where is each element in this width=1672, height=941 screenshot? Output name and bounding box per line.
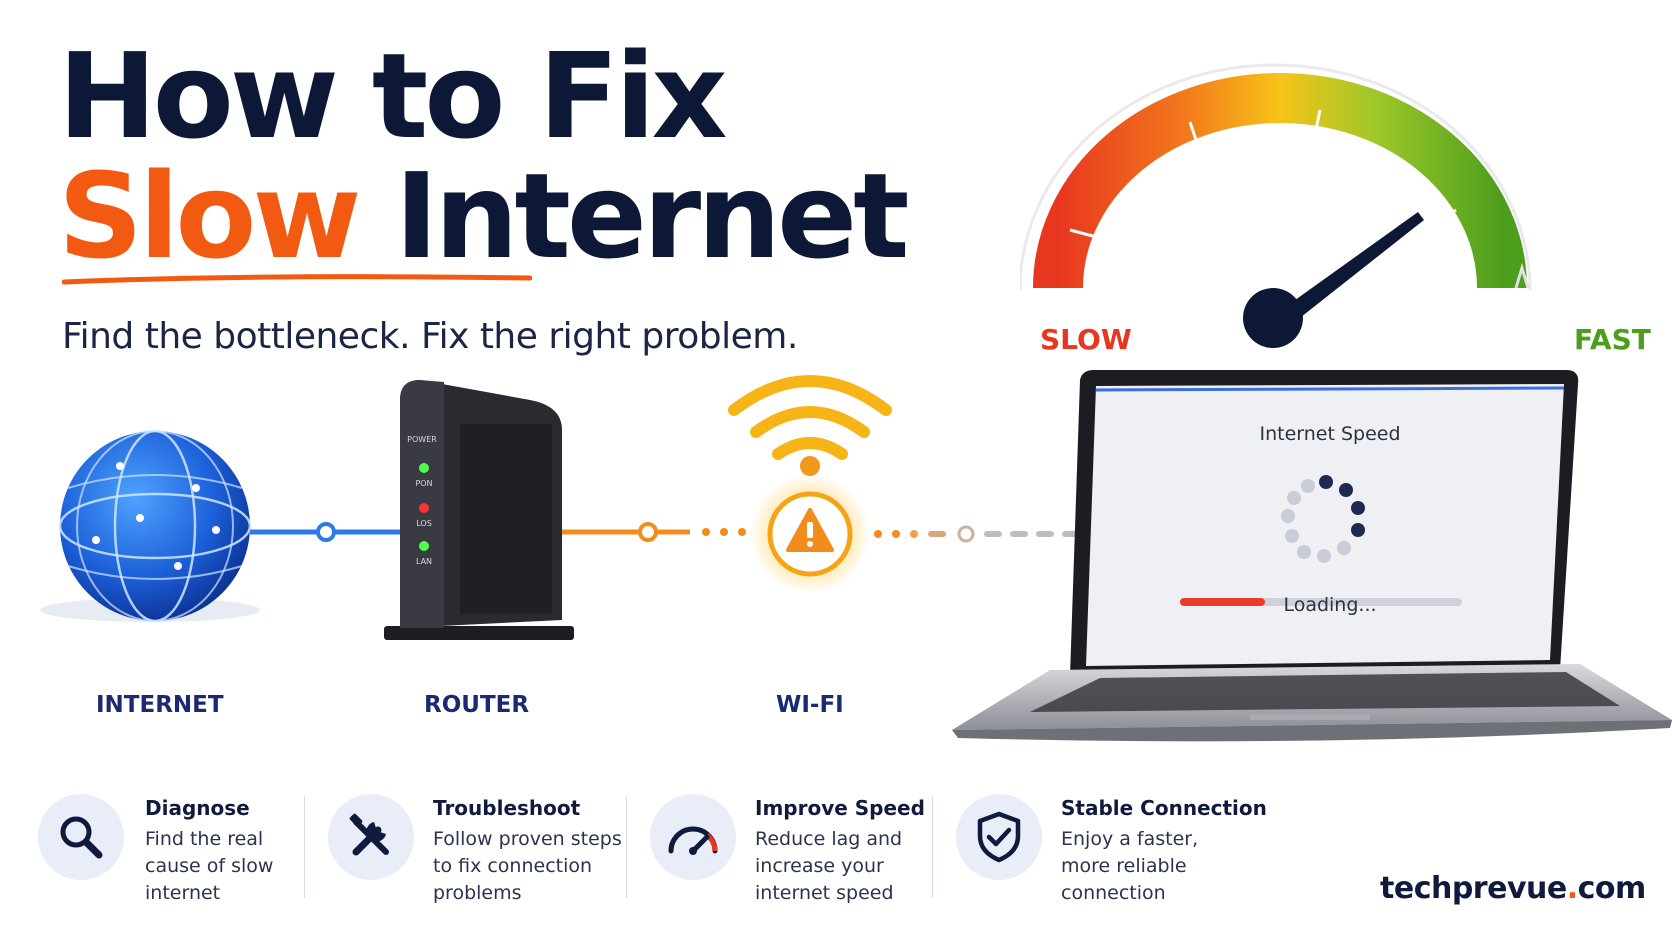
gauge-outer-ring <box>1020 63 1532 291</box>
brand-tld: com <box>1577 871 1647 906</box>
magnifier-icon <box>38 794 124 880</box>
feature-title: Improve Speed <box>755 796 925 820</box>
features-row: Diagnose Find the real cause of slow int… <box>0 786 1672 916</box>
feature-desc-line: Enjoy a faster, <box>1061 828 1199 850</box>
feature-desc-line: connection <box>1061 882 1166 904</box>
feature-desc-line: internet speed <box>755 882 894 904</box>
link-wifi-laptop <box>874 525 1080 543</box>
screen-loading-text: Loading... <box>1283 594 1377 616</box>
warning-icon <box>750 474 870 594</box>
feature-desc-line: more reliable <box>1061 855 1187 877</box>
feature-title: Stable Connection <box>1061 796 1267 820</box>
feature-desc: Enjoy a faster, more reliable connection <box>1061 826 1251 907</box>
globe-icon <box>40 429 260 623</box>
feature-title: Diagnose <box>145 796 250 820</box>
label-wifi: WI-FI <box>776 692 844 718</box>
brand-logo[interactable]: techprevue.com <box>1380 871 1646 906</box>
title-internet-word: Internet <box>394 147 910 285</box>
gauge-slow-label: SLOW <box>1040 323 1132 356</box>
router-icon: POWER PON LOS LAN <box>384 380 574 640</box>
gauge-arc <box>1033 73 1527 289</box>
link-node-dot <box>638 522 658 542</box>
brand-name: techprevue <box>1380 871 1567 906</box>
router-pon-text: PON <box>415 479 432 488</box>
brand-dot: . <box>1566 871 1578 906</box>
feature-desc-line: increase your <box>755 855 884 877</box>
tools-icon <box>328 794 414 880</box>
feature-desc: Find the real cause of slow internet <box>145 826 335 907</box>
router-power-text: POWER <box>407 435 437 444</box>
feature-desc-line: Reduce lag and <box>755 828 903 850</box>
subtitle: Find the bottleneck. Fix the right probl… <box>62 316 798 357</box>
feature-divider <box>932 796 933 898</box>
title-slow-word: Slow <box>58 147 362 285</box>
title-underline <box>62 274 532 285</box>
wifi-icon <box>728 375 892 476</box>
feature-title: Troubleshoot <box>433 796 581 820</box>
page-title-line1: How to Fix <box>58 27 728 165</box>
laptop-keyboard <box>1030 672 1620 712</box>
label-internet: INTERNET <box>96 692 224 718</box>
feature-divider <box>626 796 627 898</box>
router-los-text: LOS <box>416 519 432 528</box>
screen-title: Internet Speed <box>1259 423 1401 445</box>
loading-spinner-icon <box>1281 475 1365 563</box>
feature-desc: Reduce lag and increase your internet sp… <box>755 826 945 907</box>
laptop <box>952 370 1672 742</box>
feature-divider <box>304 796 305 898</box>
speedometer-icon <box>650 794 736 880</box>
feature-desc-line: to fix connection <box>433 855 593 877</box>
gauge-fast-label: FAST <box>1574 323 1651 356</box>
label-router: ROUTER <box>424 692 530 718</box>
progress-fill <box>1180 598 1265 606</box>
page-title-line2: Slow Internet <box>58 157 910 275</box>
feature-desc: Follow proven steps to fix connection pr… <box>433 826 643 907</box>
speed-gauge <box>1020 63 1532 348</box>
gauge-needle <box>1243 212 1424 348</box>
feature-desc-line: Find the real <box>145 828 264 850</box>
feature-desc-line: cause of slow <box>145 855 274 877</box>
shield-check-icon <box>956 794 1042 880</box>
title-block: How to Fix Slow Internet <box>58 27 910 275</box>
feature-desc-line: internet <box>145 882 221 904</box>
laptop-screen <box>1086 384 1564 666</box>
feature-desc-line: Follow proven steps <box>433 828 622 850</box>
link-node-dot <box>316 522 336 542</box>
speed-progress-bar <box>1180 598 1462 606</box>
feature-desc-line: problems <box>433 882 522 904</box>
network-diagram: POWER PON LOS LAN <box>40 375 1080 640</box>
router-lan-text: LAN <box>416 557 432 566</box>
